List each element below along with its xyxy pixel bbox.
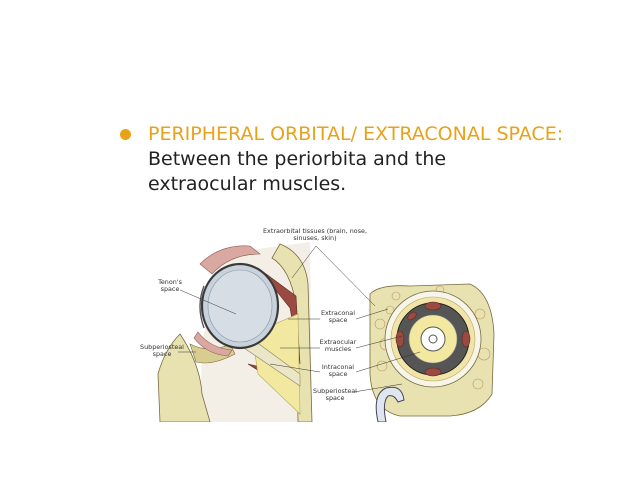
label-extraocular-line1: Extraocular (319, 338, 357, 346)
label-extraocular-muscles: Extraocular muscles (316, 338, 360, 354)
label-tenons-line1: Tenon's (158, 278, 182, 286)
label-subperiosteal-space-left: Subperiosteal space (140, 343, 184, 359)
orbit-anatomy-illustration (157, 242, 495, 423)
label-tenons-line2: space (160, 285, 180, 294)
label-tenons-space: Tenon's space (150, 278, 190, 294)
label-subperiosteal-left-line2: space (152, 350, 172, 359)
label-extraconal-line2: space (328, 316, 348, 325)
bullet-text: PERIPHERAL ORBITAL/ EXTRACONAL SPACE: Be… (148, 122, 588, 197)
label-intraconal-space: Intraconal space (316, 363, 360, 379)
label-subperiosteal-right-line2: space (325, 394, 345, 403)
label-extraorbital-line2: sinuses, skin) (293, 234, 337, 243)
label-extraconal-line1: Extraconal (320, 309, 356, 317)
label-intraconal-line2: space (328, 370, 348, 379)
label-subperiosteal-right-line1: Subperiosteal (313, 387, 357, 395)
bullet-description-line1: Between the periorbita and the (148, 148, 447, 170)
bullet-description-line2: extraocular muscles. (148, 173, 347, 195)
orbit-anatomy-figure: Extraorbital tissues (brain, nose, sinus… (140, 224, 500, 423)
label-subperiosteal-left-line1: Subperiosteal (140, 343, 184, 351)
label-intraconal-line1: Intraconal (321, 363, 355, 371)
bullet-heading: PERIPHERAL ORBITAL/ EXTRACONAL SPACE: (148, 123, 564, 145)
label-subperiosteal-space-right: Subperiosteal space (310, 387, 360, 403)
bullet-marker (120, 129, 131, 140)
label-extraconal-space: Extraconal space (316, 309, 360, 325)
label-extraocular-line2: muscles (324, 345, 352, 354)
label-extraorbital-line1: Extraorbital tissues (brain, nose, (263, 227, 367, 235)
label-extraorbital-tissues: Extraorbital tissues (brain, nose, sinus… (260, 227, 370, 243)
